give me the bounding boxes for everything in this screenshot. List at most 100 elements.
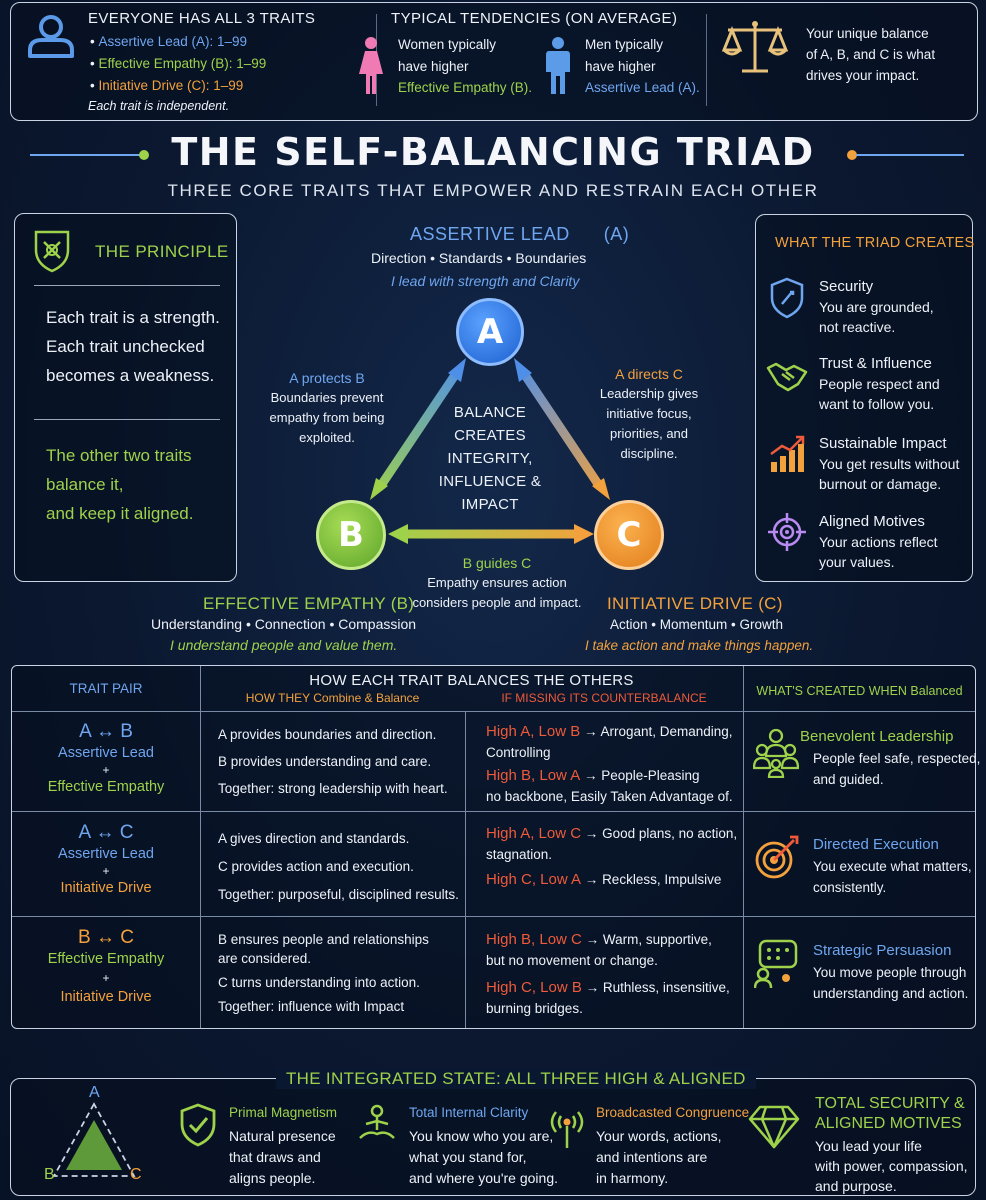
final-line-3: and purpose. — [815, 1178, 897, 1194]
trait-a-code: (A) — [603, 224, 630, 244]
row-1-combine-1: A provides boundaries and direction. — [218, 727, 437, 742]
integrated-item-3-line-2: and intentions are — [596, 1149, 708, 1165]
table-row-3-missing: High B, Low C → Warm, supportive, but no… — [486, 929, 730, 1019]
trait-b-motto: I understand people and value them. — [170, 637, 398, 653]
shield-check-icon — [178, 1102, 218, 1153]
row-3-trait-2: Initiative Drive — [60, 989, 152, 1005]
person-icon — [26, 14, 76, 63]
trait-b-title: EFFECTIVE EMPATHY (B) — [203, 594, 415, 613]
integrated-item-1-line-2: that draws and — [229, 1149, 321, 1165]
ab-line-3: exploited. — [299, 430, 355, 445]
men-line-3: Assertive Lead (A). — [585, 80, 700, 95]
integrated-item-1-title: Primal Magnetism — [229, 1105, 338, 1120]
row-3-combine-1b: are considered. — [218, 951, 312, 966]
row-3-missing-1-a: Warm, supportive, — [602, 932, 712, 947]
triad-arrows — [370, 358, 610, 544]
creates-item-4-title: Aligned Motives — [819, 513, 925, 530]
men-line-2: have higher — [585, 59, 656, 74]
trait-a-title-text: ASSERTIVE LEAD — [410, 224, 570, 244]
row-2-combine-2: C provides action and execution. — [218, 859, 414, 874]
row-2-combine-1: A gives direction and standards. — [218, 831, 410, 846]
diamond-icon — [748, 1104, 800, 1155]
row-2-missing-1-b: stagnation. — [486, 847, 553, 862]
creates-item-1: Security You are grounded, not reactive. — [819, 277, 934, 337]
integrated-triangle — [52, 1102, 136, 1177]
row-1-plus: + — [102, 763, 110, 777]
title-dot-right — [847, 150, 857, 160]
col-header-pair: TRAIT PAIR — [69, 681, 143, 696]
trait-a-motto: I lead with strength and Clarity — [391, 273, 580, 289]
row-2-missing-2-label: High C, Low A — [486, 871, 582, 888]
integrated-heading: THE INTEGRATED STATE: ALL THREE HIGH & A… — [276, 1069, 756, 1089]
integrated-item-3-title: Broadcasted Congruence — [596, 1105, 750, 1120]
creates-item-2: Trust & Influence People respect and wan… — [819, 354, 940, 414]
triad-center-text: BALANCE CREATES INTEGRITY, INFLUENCE & I… — [420, 401, 560, 516]
row-1-trait-2: Effective Empathy — [47, 779, 165, 795]
center-line-1: BALANCE — [453, 404, 527, 421]
trait-b-item: • Effective Empathy (B): 1–99 — [90, 56, 267, 71]
bc-line-2: considers people and impact. — [412, 595, 582, 610]
row-1-missing-2-b: no backbone, Easily Taken Advantage of. — [486, 789, 733, 804]
node-a-letter: A — [476, 312, 504, 352]
page-title: THE SELF-BALANCING TRIAD — [171, 130, 815, 174]
row-2-pair-symbol: A ↔ C — [78, 822, 134, 843]
principle-line-6: and keep it aligned. — [46, 504, 194, 523]
creates-item-4: Aligned Motives Your actions reflect you… — [819, 512, 938, 572]
table-row-2-created: Directed Execution You execute what matt… — [813, 834, 972, 898]
row-3-plus: + — [102, 971, 110, 985]
table-row-2-pair: A ↔ C Assertive Lead + Initiative Drive — [12, 821, 200, 898]
table-row-3-pair: B ↔ C Effective Empathy + Initiative Dri… — [12, 926, 200, 1007]
trait-b-keywords: Understanding • Connection • Compassion — [151, 616, 417, 632]
tendencies-heading: TYPICAL TENDENCIES (ON AVERAGE) — [391, 10, 678, 27]
col-header-created: WHAT'S CREATED WHEN Balanced — [756, 684, 963, 698]
traits-heading: EVERYONE HAS ALL 3 TRAITS — [88, 10, 316, 27]
creates-item-3-line-1: You get results without — [819, 456, 960, 472]
trait-c-keywords: Action • Momentum • Growth — [610, 617, 784, 632]
crest-icon — [32, 228, 72, 279]
row-1-outcome-title: Benevolent Leadership — [800, 728, 954, 745]
principle-panel — [14, 213, 237, 582]
table-row-2-combine: A gives direction and standards. C provi… — [218, 825, 459, 909]
ac-title: A directs C — [615, 366, 683, 382]
trait-c-title: INITIATIVE DRIVE (C) — [607, 594, 783, 613]
row-2-missing-2-a: Reckless, Impulsive — [602, 872, 722, 887]
integrated-item-1-line-1: Natural presence — [229, 1128, 336, 1144]
principle-heading: THE PRINCIPLE — [95, 242, 229, 261]
table-row-rule-1 — [12, 811, 975, 812]
row-2-outcome-line-2: consistently. — [813, 880, 887, 895]
node-c-letter: C — [616, 515, 642, 555]
row-3-combine-1: B ensures people and relationships — [218, 932, 429, 947]
men-line-1: Men typically — [585, 37, 664, 52]
row-3-combine-3: Together: influence with Impact — [218, 999, 405, 1014]
row-3-missing-1-label: High B, Low C — [486, 931, 582, 948]
table-row-1-created: Benevolent Leadership People feel safe, … — [800, 726, 980, 790]
women-line-1: Women typically — [398, 37, 497, 52]
table-row-2-missing: High A, Low C → Good plans, no action, s… — [486, 825, 738, 888]
row-1-trait-1: Assertive Lead — [58, 745, 154, 761]
final-line-1: You lead your life — [815, 1138, 922, 1154]
table-title: HOW EACH TRAIT BALANCES THE OTHERS — [309, 672, 634, 689]
center-line-5: IMPACT — [461, 496, 519, 513]
principle-divider-1 — [34, 285, 220, 286]
arrow-a-b — [370, 358, 466, 500]
center-line-3: INTEGRITY, — [447, 450, 533, 467]
trait-c-item: • Initiative Drive (C): 1–99 — [90, 78, 244, 93]
node-c: C — [594, 500, 664, 570]
scales-icon — [721, 18, 789, 83]
ac-line-4: discipline. — [620, 446, 678, 461]
integrated-tri-a: A — [89, 1084, 100, 1101]
bc-relation: B guides C Empathy ensures action consid… — [402, 553, 592, 613]
table-row-1-missing: High A, Low B → Arrogant, Demanding, Con… — [486, 721, 733, 807]
row-1-outcome-line-2: and guided. — [813, 772, 884, 787]
women-line-2: have higher — [398, 59, 469, 74]
table-col-rule-2 — [465, 711, 466, 1028]
integrated-item-2: Total Internal Clarity You know who you … — [409, 1102, 558, 1189]
node-b-letter: B — [338, 515, 364, 555]
node-b: B — [316, 500, 386, 570]
growth-chart-icon — [768, 434, 806, 479]
row-3-outcome-line-2: understanding and action. — [813, 986, 969, 1001]
row-2-combine-3: Together: purposeful, disciplined result… — [218, 887, 459, 902]
creates-item-1-line-1: You are grounded, — [819, 299, 934, 315]
row-3-missing-2-a: Ruthless, insensitive, — [602, 980, 730, 995]
integrated-final: TOTAL SECURITY & ALIGNED MOTIVES You lea… — [815, 1094, 968, 1196]
